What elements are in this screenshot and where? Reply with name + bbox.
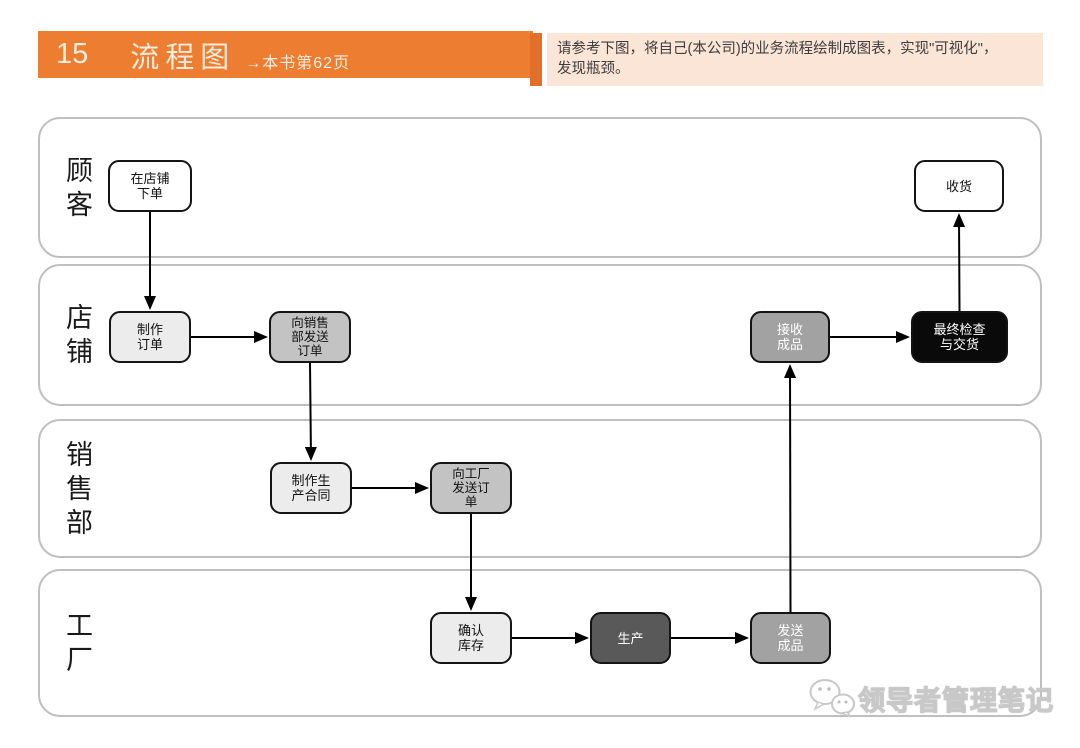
lane-sales-dept: 销售部 [38,419,1042,558]
node-receive-goods: 收货 [914,160,1004,212]
node-order-at-store: 在店铺 下单 [108,160,192,212]
node-label: 向销售 部发送 订单 [291,316,329,358]
node-production: 生产 [590,612,671,664]
note-accent-bar [530,33,542,86]
node-label: 制作 订单 [136,322,163,352]
node-label: 在店铺 下单 [130,171,170,201]
lane-factory: 工厂 [38,569,1042,717]
lane-label: 工厂 [66,611,93,675]
node-create-production-contract: 制作生 产合同 [270,462,352,514]
node-send-order-to-factory: 向工厂 发送订 单 [430,462,512,514]
node-create-order: 制作 订单 [109,311,191,363]
lane-customer: 顾客 [38,117,1042,258]
node-label: 制作生 产合同 [291,473,331,503]
wechat-icon [809,679,855,718]
node-receive-finished-goods: 接收 成品 [750,311,830,363]
watermark-text: 领导者管理笔记 [857,685,1054,716]
lane-store: 店铺 [38,264,1042,406]
page-reference: →本书第62页 [245,54,351,72]
node-label: 收货 [945,178,972,194]
lane-label: 店铺 [66,303,93,367]
page-title: 流程图 [130,41,236,74]
lane-label: 销售部 [66,439,93,538]
node-label: 最终检查 与交货 [933,322,986,352]
node-label: 接收 成品 [776,322,803,352]
node-label: 向工厂 发送订 单 [452,467,490,509]
instruction-note: 请参考下图，将自己(本公司)的业务流程绘制成图表，实现"可视化"， 发现瓶颈。 [547,33,1043,86]
node-final-check-delivery: 最终检查 与交货 [911,311,1008,363]
node-label: 发送 成品 [777,623,804,653]
lane-label: 顾客 [66,155,93,220]
node-confirm-inventory: 确认 库存 [430,612,512,664]
node-send-order-to-sales: 向销售 部发送 订单 [269,311,351,363]
node-label: 确认 库存 [457,623,484,653]
watermark: 领导者管理笔记 [808,678,1054,718]
slide-number: 15 [56,38,89,70]
node-label: 生产 [617,630,644,646]
node-send-finished-goods: 发送 成品 [750,612,831,664]
title-bar: 15 流程图 →本书第62页 [38,31,533,78]
